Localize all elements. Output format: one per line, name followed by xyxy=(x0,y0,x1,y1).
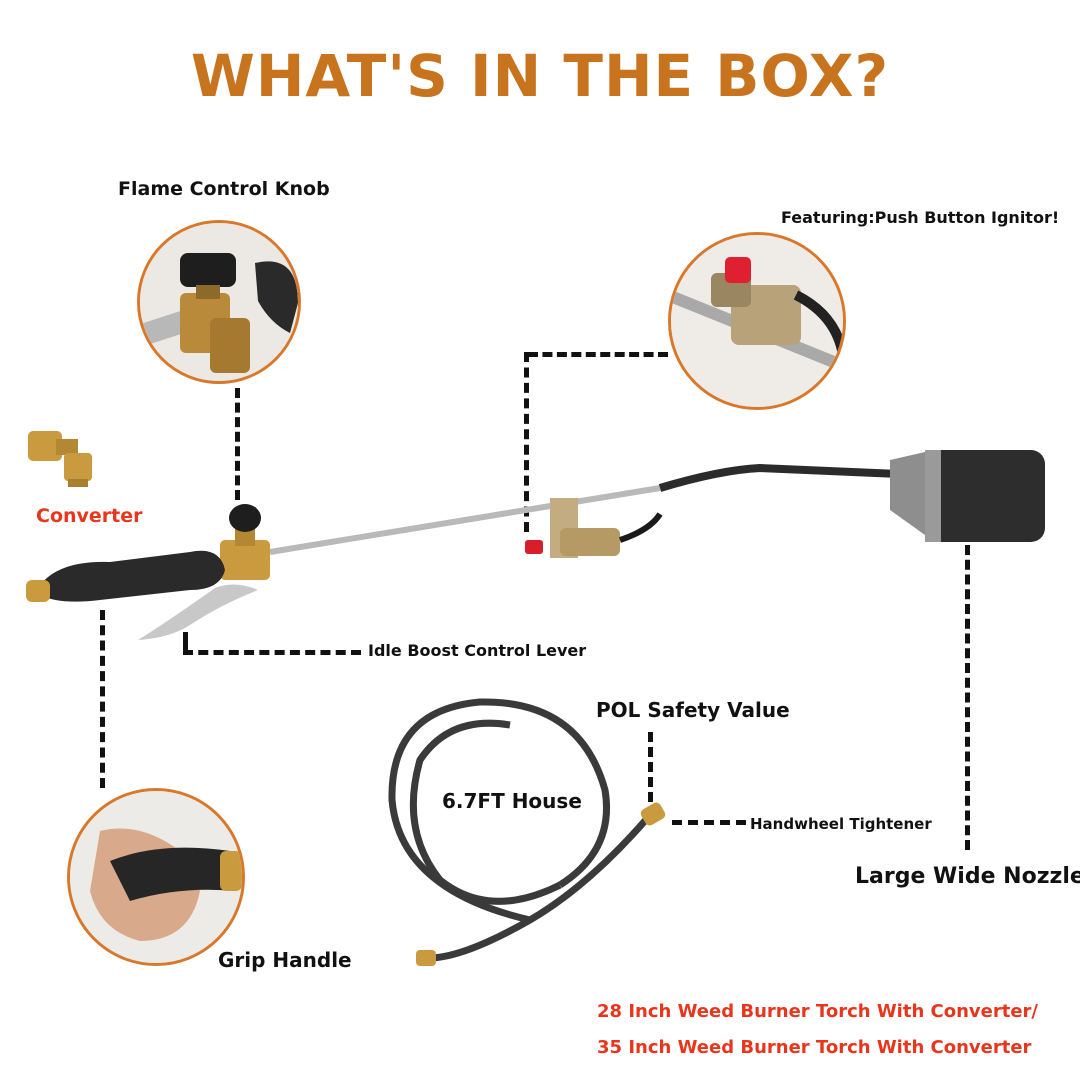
grip-handle-label: Grip Handle xyxy=(218,948,352,972)
handwheel-tightener-label: Handwheel Tightener xyxy=(750,815,932,833)
converter-icon xyxy=(28,431,92,487)
product-line-1: 28 Inch Weed Burner Torch With Converter… xyxy=(597,1001,1038,1022)
flame-control-knob-image xyxy=(137,220,301,384)
grip-handle-image xyxy=(67,788,245,966)
gas-hose-illustration xyxy=(388,698,666,966)
nozzle-leader-line xyxy=(965,545,970,850)
idle-boost-lever-label: Idle Boost Control Lever xyxy=(368,641,587,660)
pol-safety-value-label: POL Safety Value xyxy=(596,698,790,722)
hose-length-label: 6.7FT House xyxy=(442,789,582,813)
grip-leader-line xyxy=(100,610,105,788)
page-title: WHAT'S IN THE BOX? xyxy=(190,42,890,110)
ignitor-leader-vertical xyxy=(524,352,529,532)
ignitor-leader-top xyxy=(528,352,668,357)
lever-leader-vertical xyxy=(183,632,188,652)
lever-leader-horizontal xyxy=(183,650,361,655)
product-line-2: 35 Inch Weed Burner Torch With Converter xyxy=(597,1037,1032,1058)
hand-grip-icon xyxy=(70,791,242,963)
push-button-ignitor-image xyxy=(668,232,846,410)
flame-knob-leader-line xyxy=(235,388,240,500)
converter-label: Converter xyxy=(36,505,143,527)
ignitor-icon xyxy=(671,235,843,407)
handwheel-leader-line xyxy=(672,820,746,825)
flame-control-knob-label: Flame Control Knob xyxy=(118,178,330,200)
large-wide-nozzle-label: Large Wide Nozzle xyxy=(855,864,1080,889)
valve-knob-icon xyxy=(140,223,298,381)
pol-leader-line xyxy=(648,732,653,802)
torch-illustration xyxy=(26,450,1045,640)
push-button-ignitor-label: Featuring:Push Button Ignitor! xyxy=(781,208,1060,227)
